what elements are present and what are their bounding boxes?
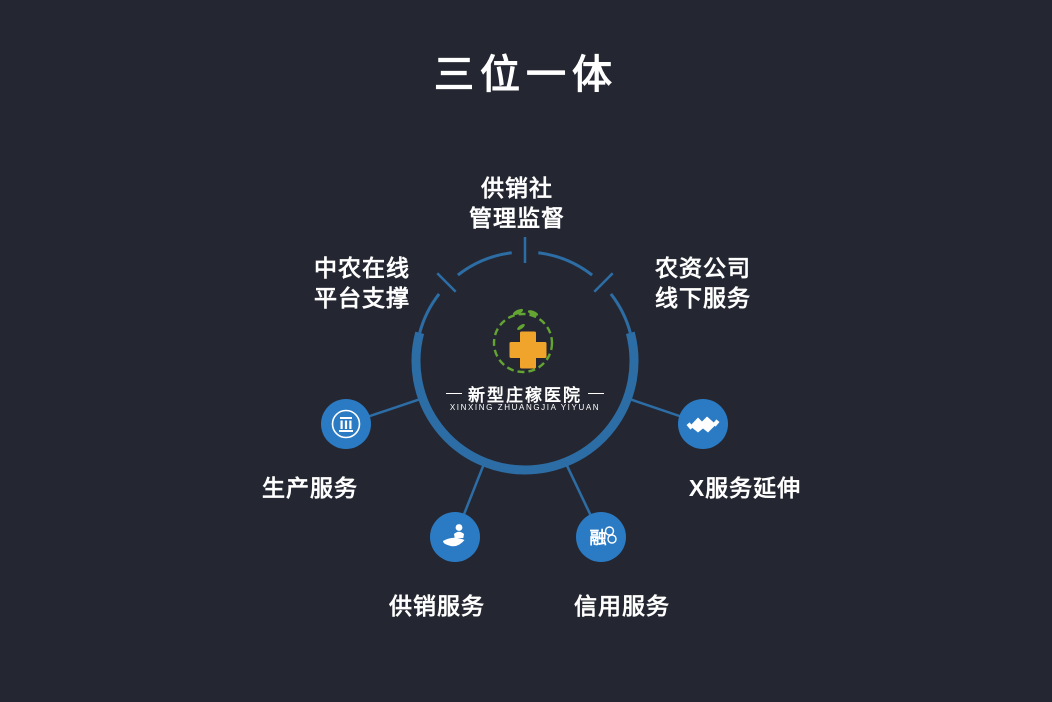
leaf-icon [517,324,525,330]
main-circle-arc-segment [538,251,594,277]
label-production: 生产服务 [262,475,358,501]
wreath-icon [492,312,554,374]
center-name-text: 新型庄稼医院 [468,386,582,405]
label-line: 中农在线 [314,255,410,281]
divider-line [446,393,462,394]
label-credit: 信用服务 [574,593,670,619]
diagram-title: 三位一体 [434,53,618,97]
leaf-icon [512,308,524,316]
leaf-icon [527,310,539,316]
label-top: 供销社 管理监督 [469,173,565,233]
center-logo-subname: XINXING ZHUANGJIA YIYUAN [449,403,601,412]
label-line: 线下服务 [655,285,751,311]
label-line: 供销社 [481,175,553,201]
building-icon [331,409,361,439]
cross-icon [509,331,547,369]
hand-person-icon [442,524,465,547]
stub-upper-right [593,272,614,293]
node-supply [430,512,480,562]
center-logo-name: 新型庄稼医院 [446,381,604,406]
main-circle-arc-segment [418,292,441,334]
node-credit: 融 [576,512,626,562]
main-circle-bottom-arc [411,331,639,475]
node-circle [576,512,626,562]
center-logo [492,308,554,374]
label-upper-right: 农资公司 线下服务 [655,253,751,313]
finance-glyph: 融 [590,529,607,548]
stub-upper-left [436,272,457,293]
label-supply: 供销服务 [389,593,485,619]
label-upper-left: 中农在线 平台支撑 [314,253,410,313]
label-line: 管理监督 [469,205,565,231]
main-circle-arc-segment [609,292,632,334]
finance-icon: 融 [590,526,617,548]
node-extension [678,399,728,449]
label-line: 平台支撑 [314,285,410,311]
main-circle-arc-segment [456,251,512,277]
label-line: 农资公司 [655,255,751,281]
label-extension: X服务延伸 [688,475,802,501]
handshake-icon [686,416,720,433]
node-production [321,399,371,449]
divider-line [588,393,604,394]
